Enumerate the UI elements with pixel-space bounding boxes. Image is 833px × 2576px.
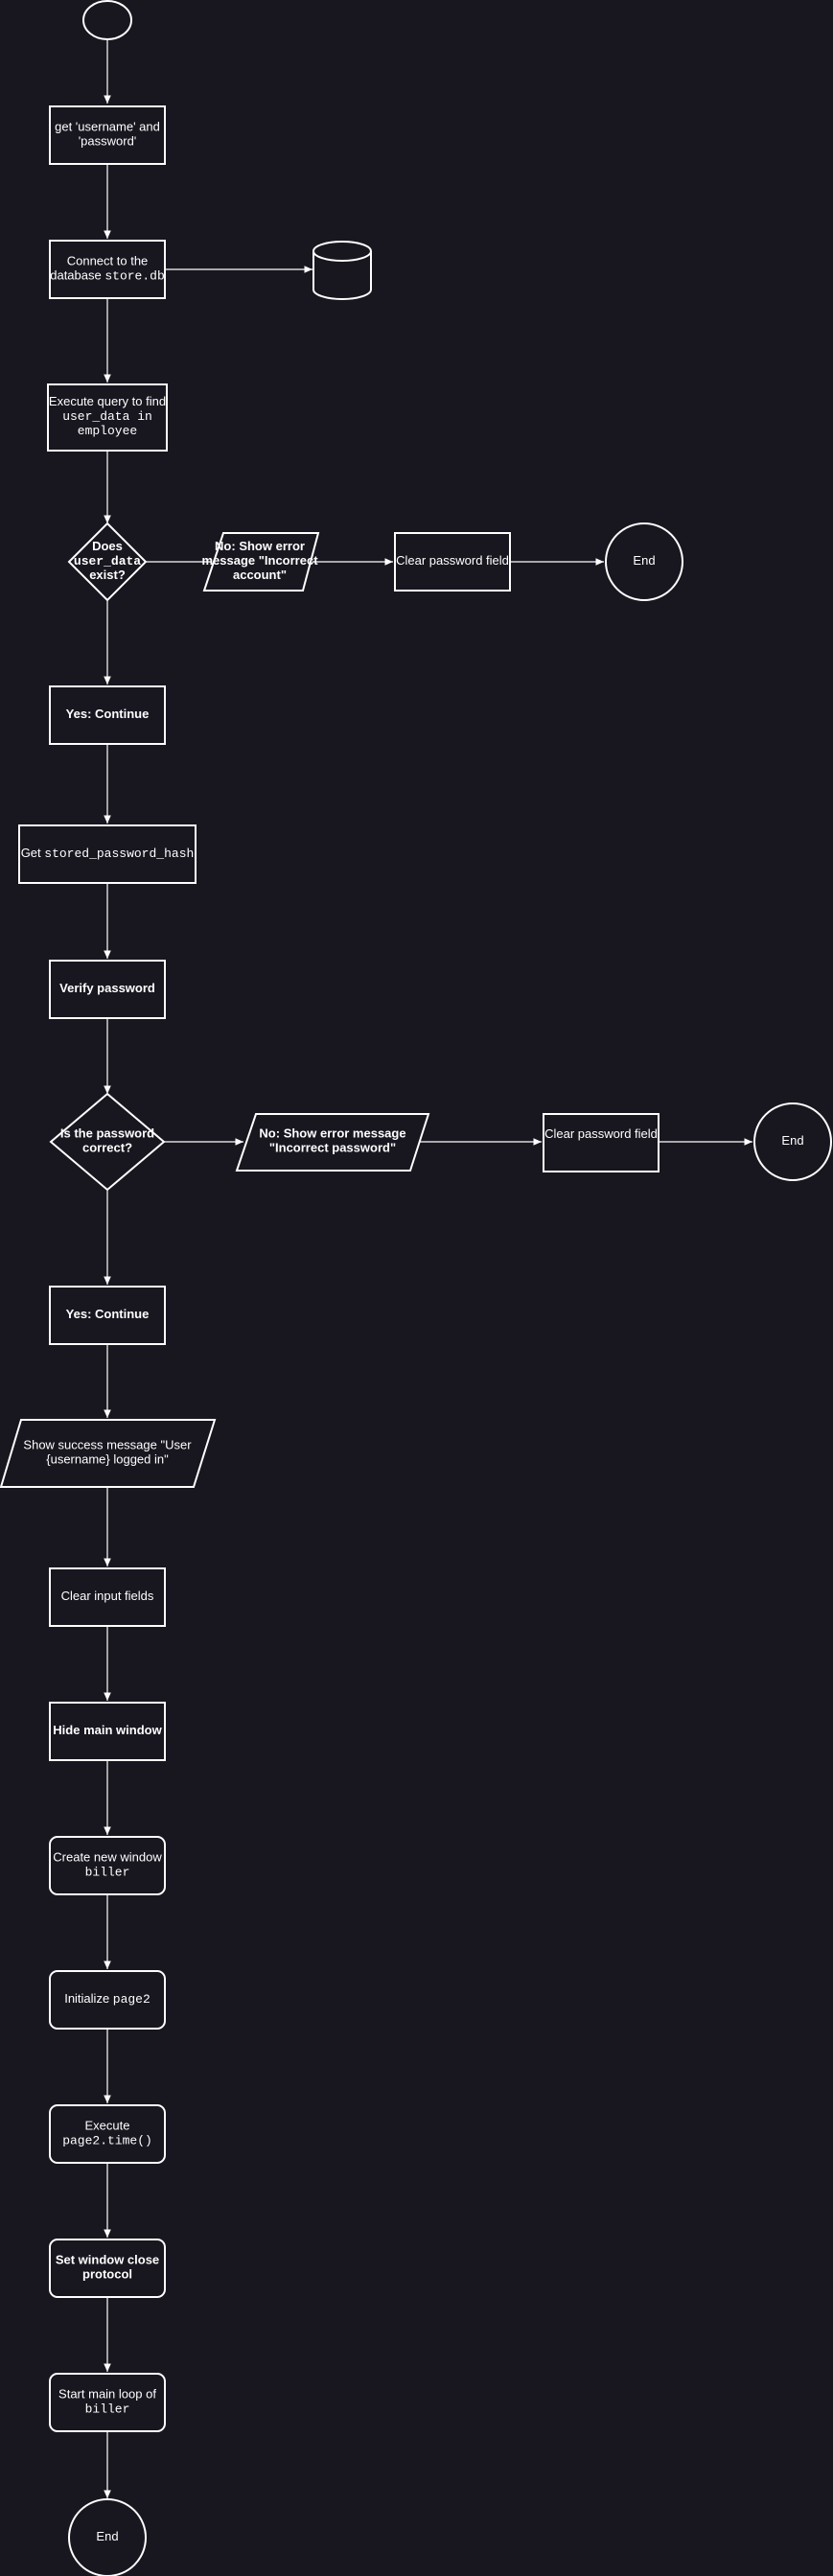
show-success-label: Show success message "User{username} log… (23, 1438, 192, 1467)
clear-inputs-label: Clear input fields (61, 1589, 154, 1603)
yes-continue-label-1: Yes: Continue (66, 707, 150, 721)
create-window-box (49, 1836, 166, 1895)
get-hash-box (18, 824, 197, 884)
no-password-error-label: No: Show error message"Incorrect passwor… (259, 1126, 405, 1155)
labels: get 'username' and'password' Connect to … (21, 120, 804, 2544)
yes-continue-box-2 (49, 1286, 166, 1345)
end-node-1 (605, 522, 683, 601)
verify-password-label: Verify password (59, 981, 155, 995)
get-credentials-label: get 'username' and'password' (55, 120, 160, 149)
clear-password-box-1 (394, 532, 511, 592)
show-success-parallelogram (0, 1419, 217, 1488)
hide-main-box (49, 1702, 166, 1761)
end-label-3: End (96, 2529, 118, 2543)
start-mainloop-box (49, 2373, 166, 2432)
edges (104, 39, 752, 2498)
init-page2-box (49, 1970, 166, 2030)
set-close-protocol-box (49, 2239, 166, 2298)
init-page2-label: Initialize page2 (64, 1991, 150, 2007)
connect-db-box (49, 240, 166, 299)
verify-password-box (49, 960, 166, 1019)
password-correct-decision (49, 1092, 166, 1192)
clear-password-box-2 (543, 1113, 659, 1172)
execute-time-box (49, 2104, 166, 2164)
hide-main-label: Hide main window (53, 1723, 162, 1737)
user-exists-decision (67, 522, 148, 602)
clear-password-label-2: Clear password field (544, 1126, 658, 1141)
yes-continue-box-1 (49, 685, 166, 745)
execute-query-box (47, 383, 168, 452)
no-password-error-parallelogram (235, 1113, 430, 1172)
end-node-3 (68, 2498, 147, 2576)
start-node (82, 0, 132, 40)
end-label-2: End (781, 1133, 803, 1148)
get-credentials-box (49, 105, 166, 165)
database-icon (312, 241, 372, 300)
clear-password-label-1: Clear password field (396, 553, 509, 568)
no-account-error-parallelogram (202, 532, 320, 592)
end-label-1: End (633, 553, 655, 568)
clear-inputs-box (49, 1567, 166, 1627)
end-node-2 (753, 1102, 832, 1181)
yes-continue-label-2: Yes: Continue (66, 1307, 150, 1321)
get-hash-label: Get stored_password_hash (21, 846, 195, 861)
